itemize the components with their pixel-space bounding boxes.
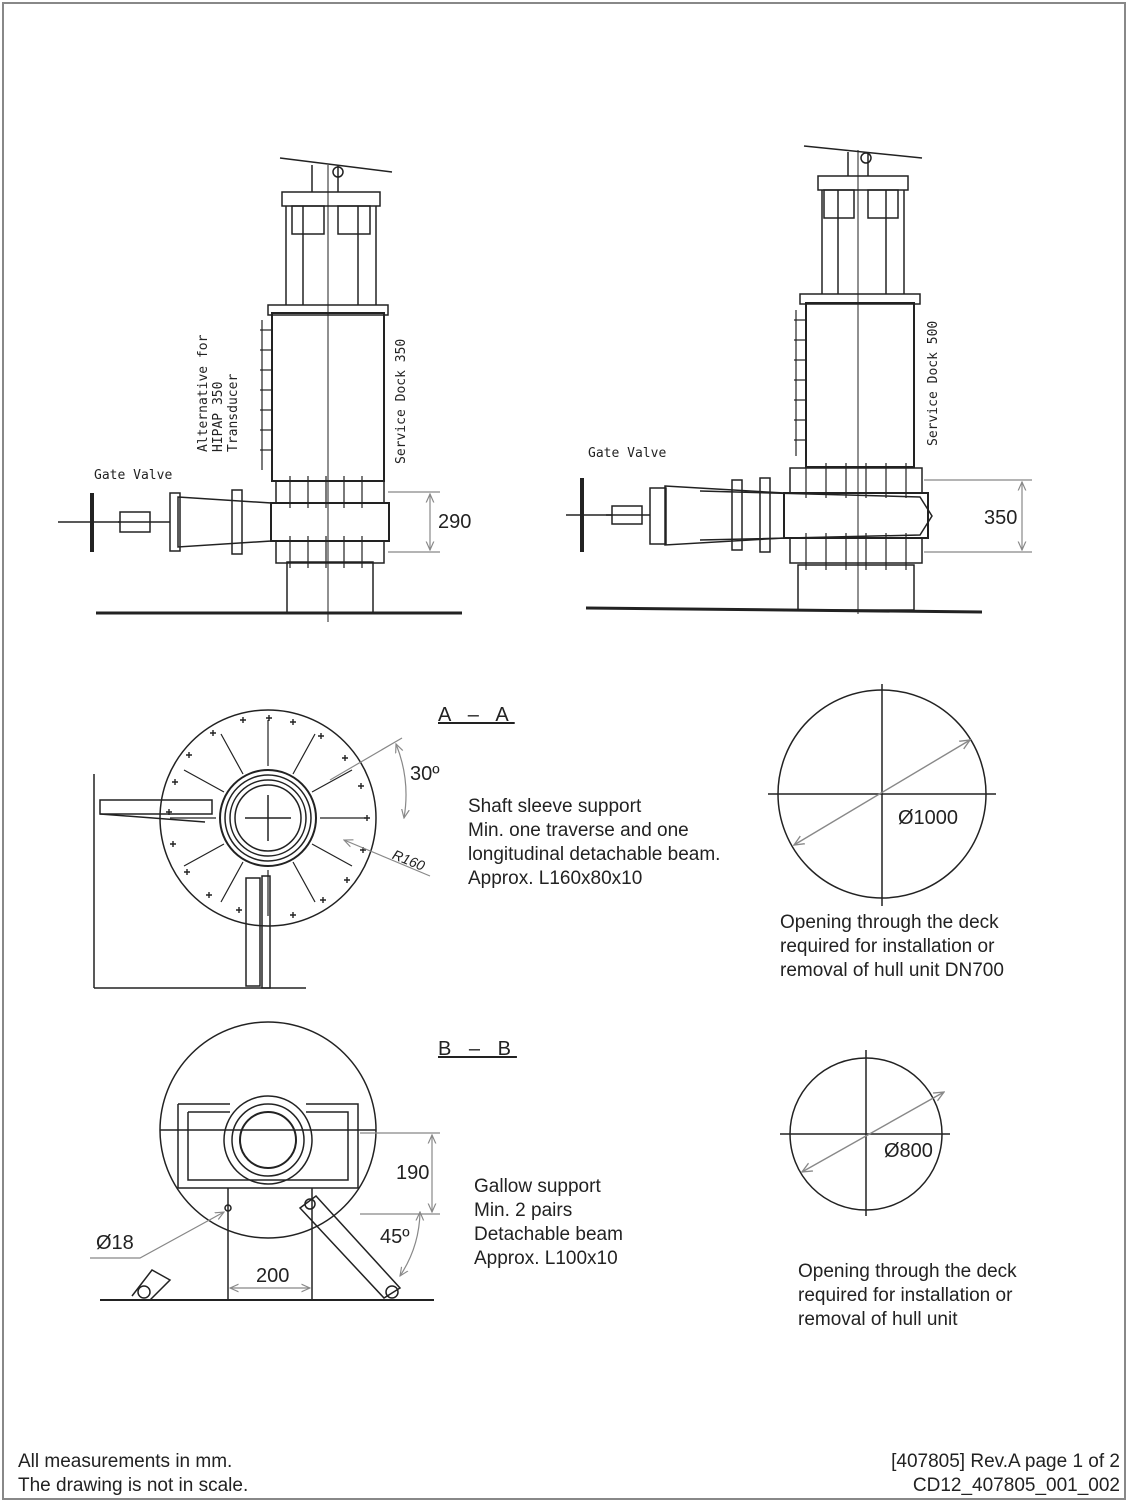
note-line: Approx. L100x10: [474, 1248, 618, 1269]
note-line: Min. 2 pairs: [474, 1200, 573, 1221]
opening-1000-drawing: [768, 684, 996, 906]
note-line: removal of hull unit DN700: [780, 960, 1004, 981]
footer-line: CD12_407805_001_002: [912, 1475, 1120, 1496]
left-dock-label: Service Dock 350: [394, 338, 409, 464]
note-line: required for installation or: [780, 936, 995, 957]
alt-label-line: HIPAP 350: [211, 381, 226, 452]
section-bb-drawing: [90, 1021, 440, 1301]
section-aa-drawing: [93, 709, 431, 989]
note-line: Min. one traverse and one: [468, 820, 689, 841]
note-line: Detachable beam: [474, 1224, 623, 1245]
opening-800-drawing: [780, 1050, 950, 1216]
alt-label-line: Transducer: [226, 373, 241, 452]
note-line: Approx. L160x80x10: [468, 868, 643, 889]
note-line: Gallow support: [474, 1176, 601, 1197]
footer-line: The drawing is not in scale.: [18, 1475, 249, 1496]
footer-right: [407805] Rev.A page 1 of 2 CD12_407805_0…: [891, 1450, 1120, 1498]
diameter-800-label: Ø800: [884, 1140, 933, 1162]
angle-30-label: 30º: [410, 763, 440, 785]
height-190-label: 190: [396, 1162, 430, 1184]
footer-line: All measurements in mm.: [18, 1451, 233, 1472]
left-gate-valve-label: Gate Valve: [94, 468, 173, 483]
hole-18-label: Ø18: [96, 1232, 134, 1254]
note-line: required for installation or: [798, 1285, 1013, 1306]
note-line: Opening through the deck: [798, 1261, 1017, 1282]
right-elevation: [566, 145, 1032, 614]
note-line: longitudinal detachable beam.: [468, 844, 721, 865]
right-dimension: 350: [984, 507, 1018, 529]
diameter-1000-label: Ø1000: [898, 807, 959, 829]
angle-45-label: 45º: [380, 1226, 410, 1248]
note-line: Shaft sleeve support: [468, 796, 642, 817]
gallow-support-notes: Gallow support Min. 2 pairs Detachable b…: [474, 1175, 623, 1271]
section-bb-title: B – B: [438, 1038, 517, 1060]
right-dock-label: Service Dock 500: [926, 320, 941, 446]
left-dimension: 290: [438, 511, 472, 533]
footer-line: [407805] Rev.A page 1 of 2: [891, 1451, 1120, 1472]
width-200-label: 200: [256, 1265, 290, 1287]
right-gate-valve-label: Gate Valve: [588, 446, 667, 461]
note-line: removal of hull unit: [798, 1309, 958, 1330]
opening-1000-notes: Opening through the deck required for in…: [780, 911, 1004, 983]
shaft-sleeve-notes: Shaft sleeve support Min. one traverse a…: [468, 795, 720, 891]
section-aa-title: A – A: [438, 704, 515, 726]
left-elevation: [58, 157, 462, 622]
footer-left: All measurements in mm. The drawing is n…: [18, 1450, 248, 1498]
opening-800-notes: Opening through the deck required for in…: [798, 1260, 1017, 1332]
note-line: Opening through the deck: [780, 912, 999, 933]
left-alt-label: Alternative for HIPAP 350 Transducer: [196, 335, 241, 452]
alt-label-line: Alternative for: [196, 334, 211, 452]
